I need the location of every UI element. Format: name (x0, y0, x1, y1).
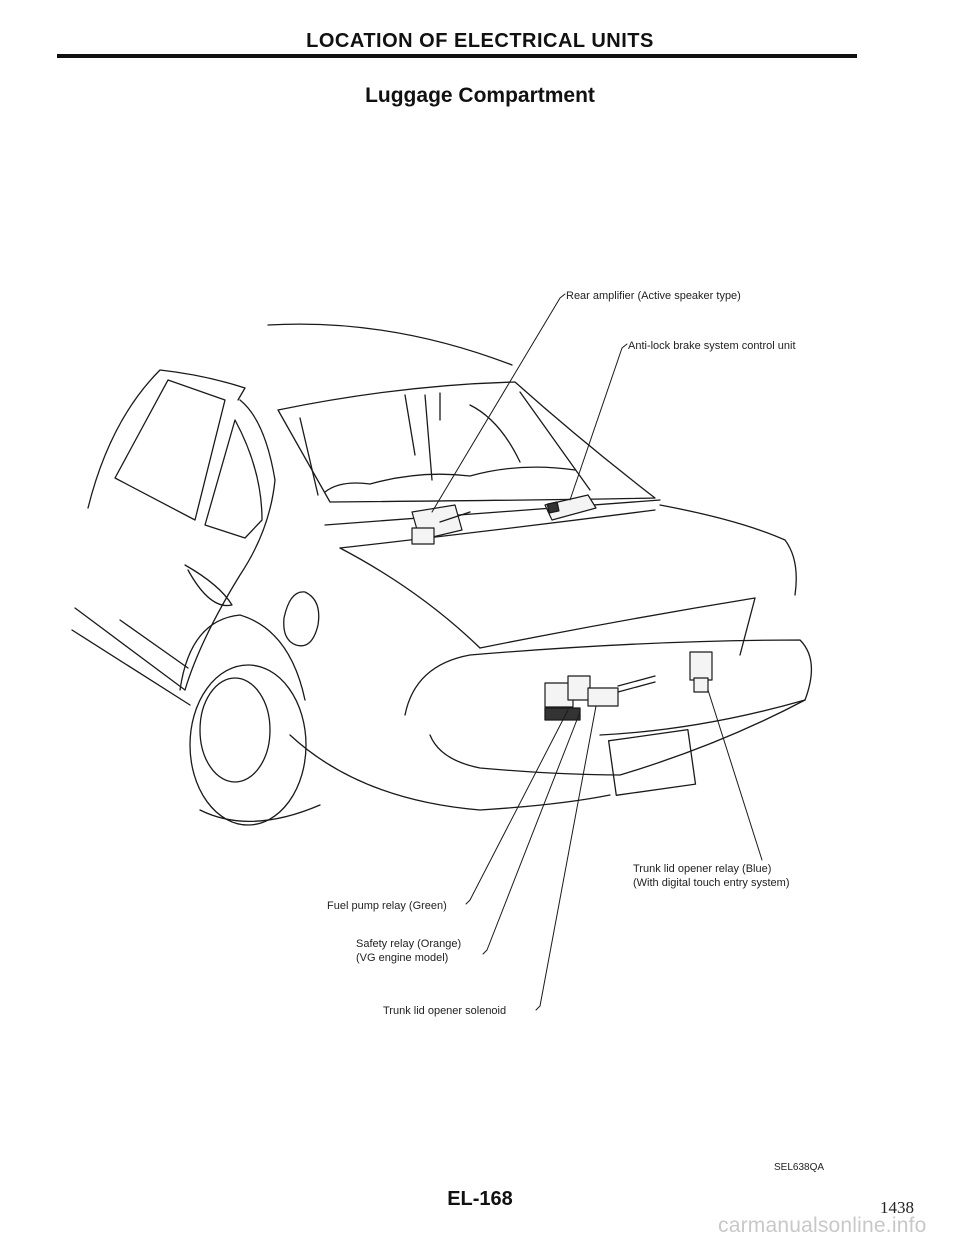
rear-window (277, 381, 656, 503)
license-plate (607, 729, 697, 796)
rear-seat (324, 466, 576, 493)
tire-bottom (199, 804, 321, 822)
bumper-lower (289, 734, 611, 811)
leader-rear-amplifier (431, 293, 566, 513)
shelf-edge (339, 509, 656, 549)
rear-window-inner (299, 391, 591, 496)
callout-trunk-opener-relay: Trunk lid opener relay (Blue) (With digi… (633, 862, 790, 890)
callout-trunk-opener-relay-line1: Trunk lid opener relay (Blue) (633, 863, 772, 875)
callout-safety-relay-line2: (VG engine model) (356, 952, 449, 964)
trunk-lid (339, 547, 481, 649)
abs-control-unit-part (544, 494, 597, 521)
fuel-door (283, 591, 320, 647)
callout-safety-relay-line1: Safety relay (Orange) (356, 938, 462, 950)
lower-body-1 (74, 607, 186, 691)
roof-line (267, 323, 513, 366)
c-pillar-window (204, 419, 263, 539)
callout-trunk-opener-relay-line2: (With digital touch entry system) (633, 877, 790, 889)
quarter-body (184, 399, 276, 691)
callout-fuel-pump-relay: Fuel pump relay (Green) (327, 900, 447, 912)
trunk-lid-edge (479, 597, 756, 649)
rear-fascia (404, 639, 813, 736)
leader-trunk-opener-relay (707, 689, 763, 861)
relay-cluster-part (544, 675, 656, 721)
leader-fuel-pump-relay (465, 709, 569, 905)
headrest-left (404, 392, 441, 481)
callout-rear-amplifier: Rear amplifier (Active speaker type) (566, 290, 741, 302)
lower-body-3 (119, 619, 189, 669)
bumper (429, 699, 806, 776)
trunk-lid-right (739, 597, 756, 656)
side-window-frame (87, 369, 246, 509)
callout-abs-control-unit: Anti-lock brake system control unit (628, 340, 796, 352)
callout-trunk-opener-solenoid: Trunk lid opener solenoid (383, 1005, 507, 1017)
headrest-right (469, 404, 521, 463)
section-title: Luggage Compartment (365, 84, 595, 107)
leader-trunk-opener-solenoid (535, 705, 597, 1011)
figure-code: SEL638QA (774, 1162, 825, 1173)
leader-abs-control-unit (569, 343, 628, 501)
package-shelf (324, 499, 661, 526)
page-title: LOCATION OF ELECTRICAL UNITS (306, 30, 654, 52)
door-line (184, 564, 233, 607)
page-count: 1438 (880, 1198, 914, 1217)
rear-wheel (189, 664, 307, 826)
callout-safety-relay: Safety relay (Orange) (VG engine model) (356, 937, 461, 965)
wheel-arch (179, 614, 306, 701)
rear-wheel-rim (199, 677, 271, 783)
trunk-opener-relay-part (689, 651, 713, 693)
page-number: EL-168 (447, 1188, 513, 1210)
side-window (114, 379, 226, 521)
lower-body-2 (71, 629, 191, 706)
trunk-right (659, 504, 797, 596)
leader-safety-relay (482, 711, 581, 955)
title-rule (57, 54, 857, 58)
rear-amplifier-part (411, 504, 471, 545)
watermark: carmanualsonline.info (718, 1214, 927, 1237)
